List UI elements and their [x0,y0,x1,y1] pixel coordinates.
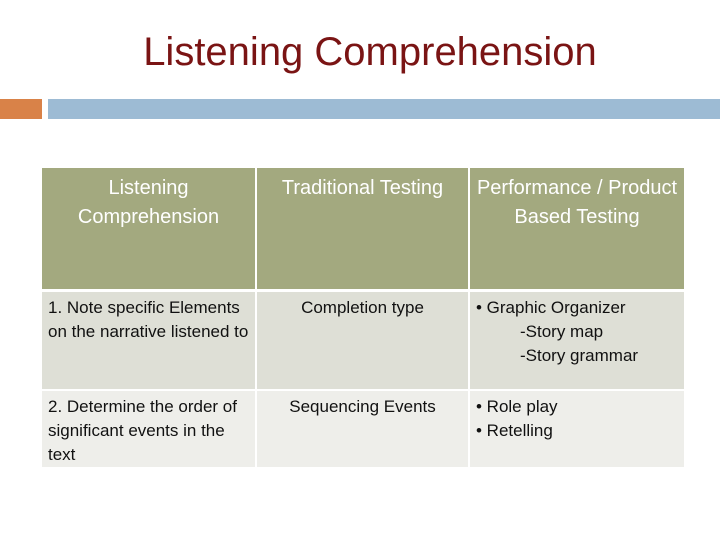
accent-bar-blue [48,99,720,119]
retelling-bullet: • Retelling [476,421,553,440]
row2-skill-cell: 2. Determine the order of significant ev… [42,390,257,469]
header-performance-testing: Performance / Product Based Testing [469,168,684,292]
slide-title: Listening Comprehension [143,30,597,74]
row2-traditional-cell: Sequencing Events [256,390,470,469]
header-traditional-testing: Traditional Testing [256,168,470,292]
header-listening-comprehension: Listening Comprehension [42,168,257,292]
accent-bar-orange [0,99,42,119]
table-header-row: Listening Comprehension Traditional Test… [42,168,684,292]
story-map-subitem: -Story map [520,321,604,341]
row2-performance-cell: • Role play • Retelling [469,390,684,469]
story-grammar-subitem: -Story grammar [520,345,639,365]
assessment-table: Listening Comprehension Traditional Test… [42,168,684,469]
table-row: 2. Determine the order of significant ev… [42,390,684,469]
graphic-organizer-bullet: • Graphic Organizer [476,297,626,317]
row1-skill-cell: 1. Note specific Elements on the narrati… [42,290,257,391]
row1-traditional-cell: Completion type [256,290,470,391]
table-row: 1. Note specific Elements on the narrati… [42,290,684,391]
row1-performance-cell: • Graphic Organizer -Story map -Story gr… [469,290,684,391]
role-play-bullet: • Role play [476,397,558,416]
